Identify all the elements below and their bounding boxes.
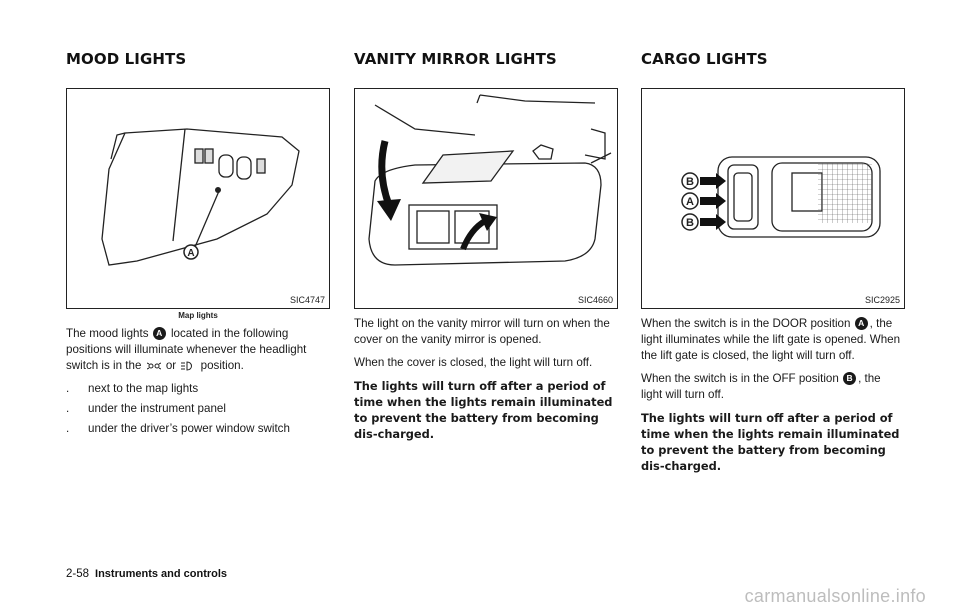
parking-light-icon	[146, 362, 161, 370]
text-span: or	[165, 359, 177, 372]
cargo-light-drawing: B A B	[681, 156, 881, 238]
map-lights-illustration: A SIC4747	[66, 88, 330, 309]
text-span: , the light illuminates while the lift g…	[641, 317, 901, 362]
cargo-lights-body: When the switch is in the DOOR position …	[641, 316, 905, 481]
battery-warning: The lights will turn off after a period …	[641, 411, 900, 473]
text-span: position.	[200, 359, 244, 372]
vanity-mirror-body: The light on the vanity mirror will turn…	[354, 316, 618, 449]
mood-lights-body: The mood lights A located in the followi…	[66, 326, 330, 441]
bullet-text: under the instrument panel	[88, 402, 226, 415]
vanity-mirror-drawing	[368, 94, 612, 266]
figure-caption: Map lights	[178, 311, 218, 320]
map-lights-drawing: A	[101, 128, 300, 266]
callout-a-badge: A	[854, 317, 868, 330]
bullet-mark: .	[66, 402, 70, 415]
cargo-paragraph-2: When the switch is in the OFF position B…	[641, 371, 905, 403]
list-item: . next to the map lights	[66, 381, 330, 397]
text-span: located in the following positions will …	[66, 327, 307, 372]
figure-code: SIC4660	[577, 295, 613, 305]
battery-warning: The lights will turn off after a period …	[354, 379, 613, 441]
figure-code: SIC4747	[289, 295, 325, 305]
text-span: When the switch is in the DOOR position	[641, 317, 851, 330]
vanity-paragraph-1: The light on the vanity mirror will turn…	[354, 317, 610, 346]
vanity-mirror-illustration: SIC4660	[354, 88, 618, 309]
callout-b-badge: B	[843, 372, 857, 385]
bullet-text: next to the map lights	[88, 382, 199, 395]
svg-text:A: A	[686, 196, 694, 208]
site-watermark: carmanualsonline.info	[744, 586, 926, 606]
bullet-mark: .	[66, 382, 70, 395]
cargo-lights-heading: CARGO LIGHTS	[641, 50, 768, 68]
bullet-mark: .	[66, 422, 70, 435]
callout-a-badge: A	[152, 327, 166, 340]
section-title: Instruments and controls	[95, 568, 228, 580]
text-span: When the switch is in the OFF position	[641, 372, 839, 385]
vanity-paragraph-2: When the cover is closed, the light will…	[354, 356, 593, 369]
mood-lights-paragraph: The mood lights A located in the followi…	[66, 326, 330, 374]
text-span: The mood lights	[66, 327, 149, 340]
mood-lights-heading: MOOD LIGHTS	[66, 50, 187, 68]
list-item: . under the instrument panel	[66, 401, 330, 417]
page-number: 2-58	[66, 568, 90, 580]
figure-callout-a: A	[187, 248, 194, 259]
bullet-list: . next to the map lights . under the instr…	[66, 381, 330, 437]
cargo-light-illustration: B A B SIC2925	[641, 88, 905, 309]
bullet-text: under the driver’s power window switch	[88, 422, 290, 435]
text-span: , the light will turn off.	[641, 372, 881, 401]
list-item: . under the driver’s power window switch	[66, 421, 330, 437]
svg-text:B: B	[686, 176, 694, 188]
cargo-paragraph-1: When the switch is in the DOOR position …	[641, 316, 905, 364]
headlight-icon	[181, 361, 193, 371]
page-footer: 2-58 Instruments and controls	[66, 568, 227, 580]
figure-code: SIC2925	[864, 295, 900, 305]
svg-text:B: B	[686, 217, 694, 229]
vanity-mirror-lights-heading: VANITY MIRROR LIGHTS	[354, 50, 557, 68]
